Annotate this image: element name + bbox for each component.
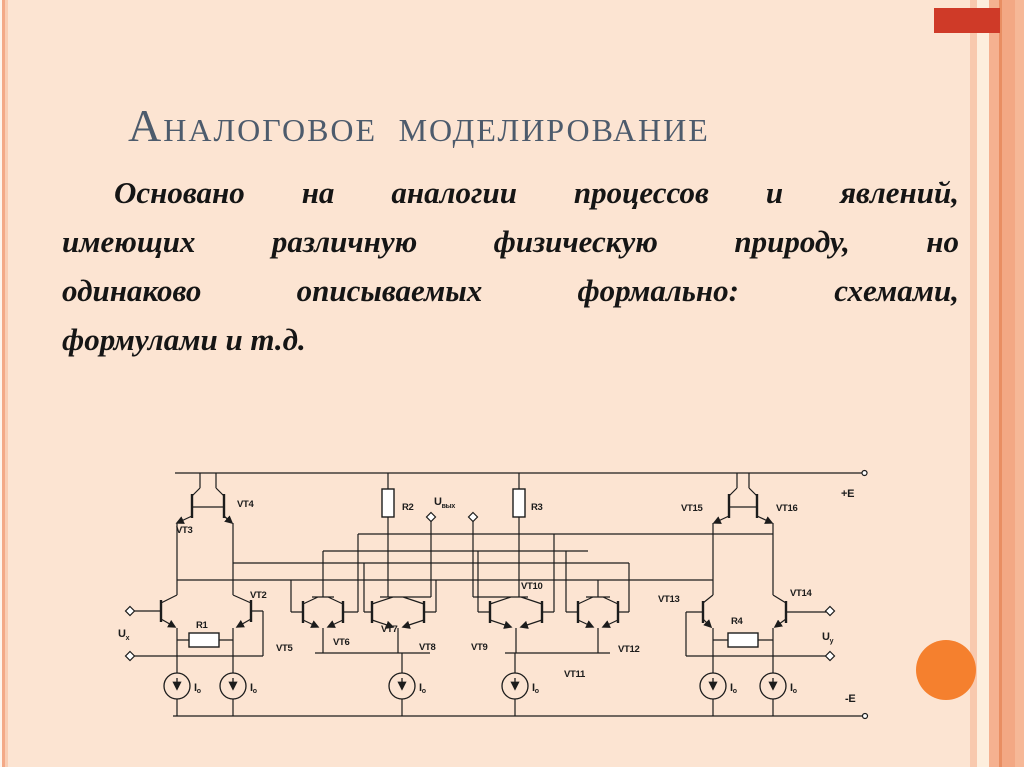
terminals [124, 469, 869, 720]
uout-terminal-left [425, 511, 437, 523]
label-uout: Uвых [434, 496, 455, 510]
resistor-r2 [381, 488, 395, 518]
body-line-2: имеющих различную физическую природу, но [62, 224, 959, 259]
label-vt14: VT14 [790, 588, 813, 599]
label-vt16: VT16 [776, 503, 798, 514]
red-accent-rectangle [934, 8, 1000, 33]
transistor-bars [159, 494, 788, 623]
label-ux: Ux [118, 628, 130, 642]
label-r3: R3 [531, 502, 543, 513]
current-sources [163, 672, 787, 700]
label-vt4: VT4 [237, 499, 255, 510]
left-accent-stripe [0, 0, 8, 767]
uy-terminal-bottom [824, 650, 836, 662]
plus-e-terminal [861, 469, 868, 477]
label-i0-2: Io [250, 682, 257, 695]
label-vt8: VT8 [419, 642, 436, 653]
circuit-wires [133, 472, 864, 717]
label-i0-6: Io [790, 682, 797, 695]
label-vt5: VT5 [276, 643, 294, 654]
label-vt6: VT6 [333, 637, 350, 648]
body-line-3: одинаково описываемых формально: схемами… [62, 273, 959, 308]
slide-body: Основано на аналогии процессов и явлений… [62, 168, 959, 364]
label-r2: R2 [402, 502, 414, 513]
label-vt15: VT15 [681, 503, 704, 514]
right-accent-stripes [970, 0, 1024, 767]
resistor-r3 [512, 488, 526, 518]
label-minus-e: -E [845, 693, 855, 705]
label-vt2: VT2 [250, 590, 267, 601]
orange-accent-circle [916, 640, 976, 700]
label-r4: R4 [731, 616, 744, 627]
minus-e-terminal [861, 712, 869, 720]
body-line-1: Основано на аналогии процессов и явлений… [114, 175, 959, 210]
label-vt12: VT12 [618, 644, 640, 655]
label-vt13: VT13 [658, 594, 680, 605]
body-line-4: формулами и т.д. [62, 322, 306, 357]
label-i0-3: Io [419, 682, 426, 695]
label-vt11: VT11 [564, 669, 586, 680]
resistor-r4 [727, 632, 759, 648]
label-uy: Uy [822, 631, 834, 645]
label-vt9: VT9 [471, 642, 488, 653]
ux-terminal-bottom [124, 650, 136, 662]
uy-terminal-top [824, 605, 836, 617]
label-i0-5: Io [730, 682, 737, 695]
label-i0-4: Io [532, 682, 539, 695]
emitter-arrows [160, 515, 787, 629]
resistors [188, 488, 759, 648]
uout-terminal-right [467, 511, 479, 523]
label-r1: R1 [196, 620, 209, 631]
resistor-r1 [188, 632, 220, 648]
ux-terminal-top [124, 605, 136, 617]
label-vt3: VT3 [176, 525, 193, 536]
label-vt10: VT10 [521, 581, 543, 592]
label-vt7: VT7 [381, 624, 398, 635]
label-plus-e: +E [841, 488, 854, 500]
label-i0-1: Io [194, 682, 201, 695]
slide-title: Аналоговое моделирование [128, 100, 710, 151]
